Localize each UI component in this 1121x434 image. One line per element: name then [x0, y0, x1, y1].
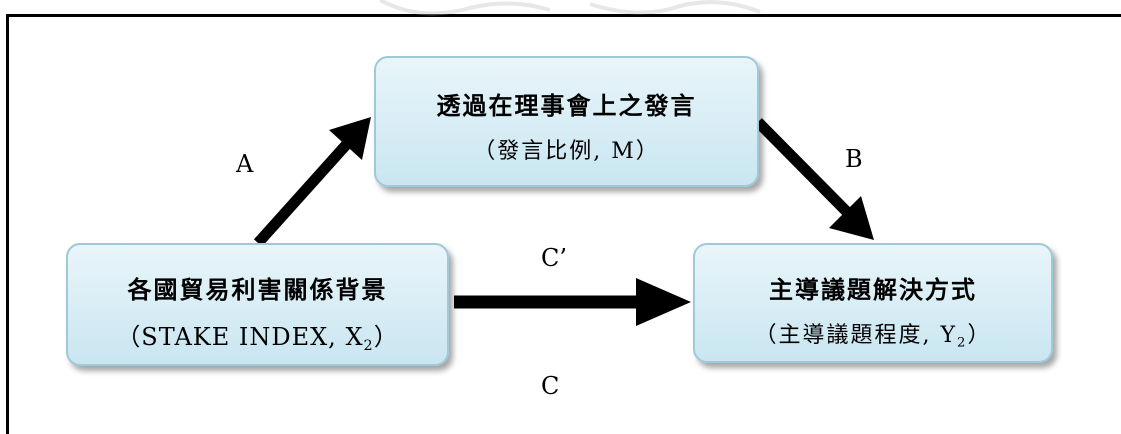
path-b-arrow — [754, 118, 874, 240]
dependent-title: 主導議題解決方式 — [769, 275, 977, 304]
watermark-seal — [379, 0, 761, 16]
path-a-arrow — [253, 117, 371, 247]
diagram-arrows — [253, 117, 874, 326]
dependent-variable-box: 主導議題解決方式 （主導議題程度, Y2） — [693, 243, 1053, 363]
mediator-box: 透過在理事會上之發言 （發言比例, M） — [374, 56, 759, 187]
independent-variable-box: 各國貿易利害關係背景 （STAKE INDEX, X2） — [66, 243, 449, 366]
independent-title: 各國貿易利害關係背景 — [127, 275, 388, 304]
path-a-label: A — [236, 150, 254, 178]
independent-subtitle: （STAKE INDEX, X2） — [116, 323, 399, 355]
mediator-subtitle: （發言比例, M） — [473, 139, 660, 164]
mediator-title: 透過在理事會上之發言 — [436, 91, 697, 120]
dependent-subtitle: （主導議題程度, Y2） — [754, 323, 992, 351]
path-c-label: C — [541, 372, 560, 400]
diagram-frame — [6, 14, 1121, 434]
path-c-prime-label: C’ — [541, 244, 567, 272]
path-c-arrow — [454, 278, 691, 326]
path-b-label: B — [845, 145, 863, 173]
